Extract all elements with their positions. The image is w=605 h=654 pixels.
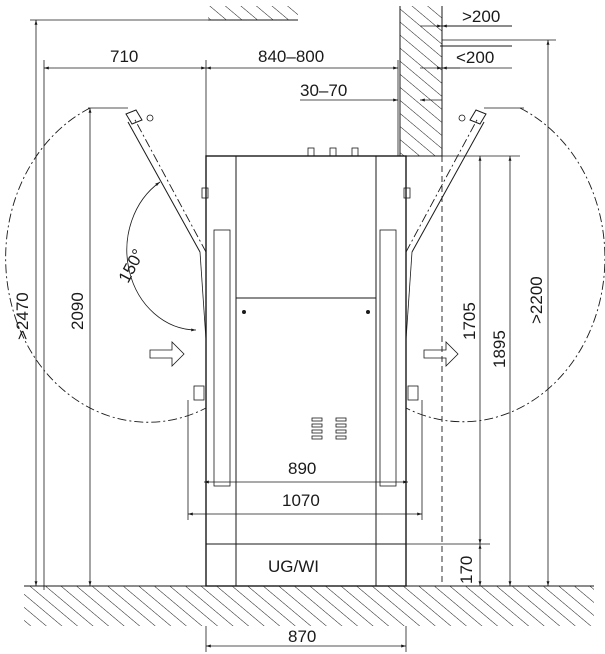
dim-170: 170: [457, 556, 476, 584]
dimension-lines: [30, 19, 556, 652]
dim-lt-200: <200: [456, 48, 494, 67]
dim-1705: 1705: [460, 302, 479, 340]
floor: [24, 585, 594, 626]
ceiling-hatch: [208, 6, 298, 21]
dim-gt-2470: >2470: [13, 292, 32, 340]
cabinet: [193, 147, 419, 587]
dim-gt-2200: >2200: [527, 276, 546, 324]
wall: [399, 6, 512, 586]
dim-2090: 2090: [68, 292, 87, 330]
door-swing-right: [405, 107, 605, 423]
dim-890: 890: [288, 459, 316, 478]
dim-30-70: 30–70: [300, 81, 347, 100]
dim-710: 710: [110, 47, 138, 66]
dim-1070: 1070: [282, 491, 320, 510]
dim-gt-200: >200: [462, 7, 500, 26]
dim-150-degrees: 150°: [115, 246, 148, 286]
base-label: UG/WI: [268, 557, 319, 576]
dim-1895: 1895: [490, 330, 509, 368]
dim-870: 870: [288, 627, 316, 646]
dim-840-800: 840–800: [258, 47, 324, 66]
vent-grille: [311, 417, 347, 440]
top-fittings: [307, 147, 359, 157]
